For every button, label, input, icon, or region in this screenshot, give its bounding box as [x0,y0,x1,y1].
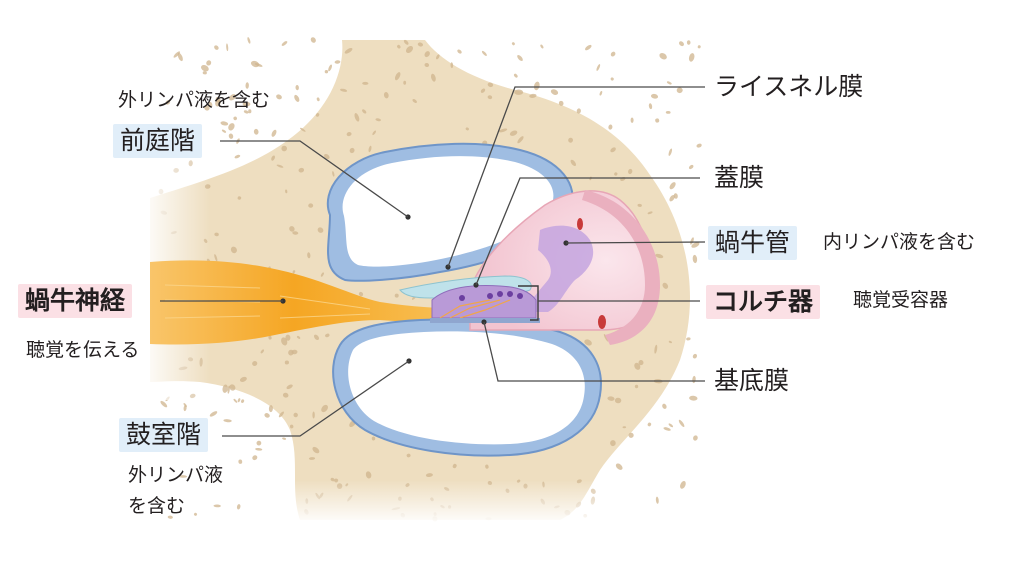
nerve-endings [439,299,511,319]
cochlear-nerve-note: 聴覚を伝える [26,339,140,361]
cochlear-nerve-label: 蝸牛神経 [18,284,133,318]
scala-vestibuli-note: 外リンパ液を含む [118,89,271,111]
scala-tympani-note-line1: 外リンパ液 [128,464,224,486]
blood-vessel-1 [577,218,583,230]
leader-lines [160,86,706,437]
scala-tympani-note-line2: を含む [128,495,186,517]
stria-vascularis [582,190,660,345]
organ-of-corti-note: 聴覚受容器 [853,289,949,311]
organ-of-corti-bracket [518,285,539,321]
scala-vestibuli-label: 前庭階 [113,124,203,158]
spiral-limbus [525,225,594,312]
cochlear-duct-label: 蝸牛管 [708,226,798,260]
scala-tympani-label: 鼓室階 [119,418,209,452]
tectorial-membrane-label: 蓋膜 [714,163,765,192]
nerve-fibers [164,284,371,319]
organ-of-corti-label: コルチ器 [706,285,821,319]
basilar-membrane-label: 基底膜 [714,366,790,395]
cochlear-duct-note: 内リンパ液を含む [823,231,976,253]
cochlear-nerve-bundle [150,260,470,345]
bone-fade-bottom [280,480,600,525]
reissner-membrane-label: ライスネル膜 [714,72,864,101]
hair-cells [459,291,523,301]
blood-vessel-2 [598,315,606,329]
scala-vestibuli-lumen [342,156,554,267]
